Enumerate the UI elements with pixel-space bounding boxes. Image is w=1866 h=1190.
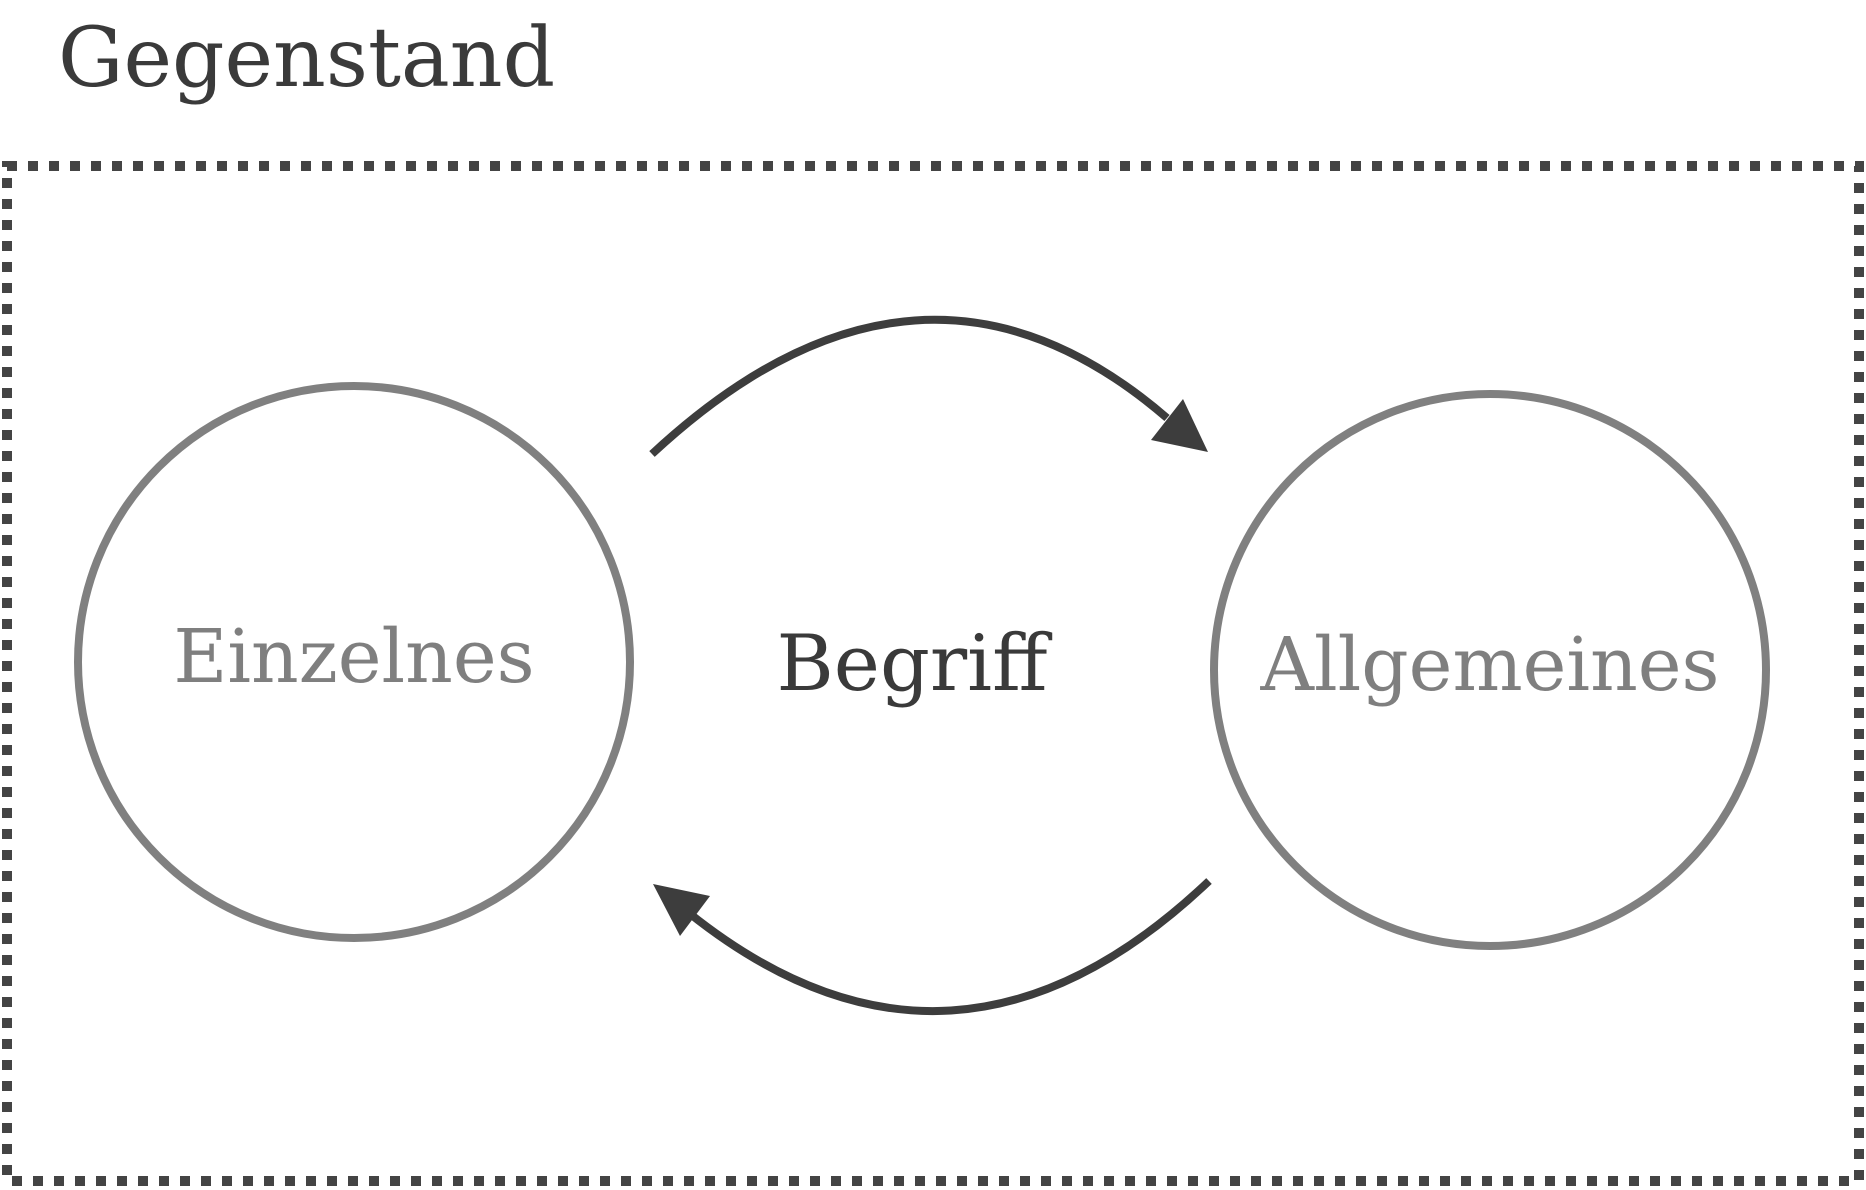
diagram-title: Gegenstand: [58, 11, 555, 106]
node-einzelnes-label: Einzelnes: [173, 614, 534, 700]
arrow-allgemeines-to-einzelnes: [653, 878, 1212, 1016]
gegenstand-frame: [2, 161, 1864, 1186]
node-allgemeines: Allgemeines: [1210, 390, 1770, 950]
arrow-top-curve: [649, 315, 1170, 457]
node-einzelnes: Einzelnes: [74, 382, 634, 942]
node-allgemeines-label: Allgemeines: [1260, 622, 1720, 708]
node-einzelnes-circle: [74, 382, 634, 942]
arrow-bottom-head: [653, 884, 710, 936]
node-allgemeines-circle: [1210, 390, 1770, 950]
center-label-begriff: Begriff: [776, 619, 1053, 709]
arrow-bottom-curve: [686, 878, 1212, 1016]
arrow-top-head: [1151, 399, 1208, 452]
arrow-einzelnes-to-allgemeines: [649, 315, 1208, 457]
